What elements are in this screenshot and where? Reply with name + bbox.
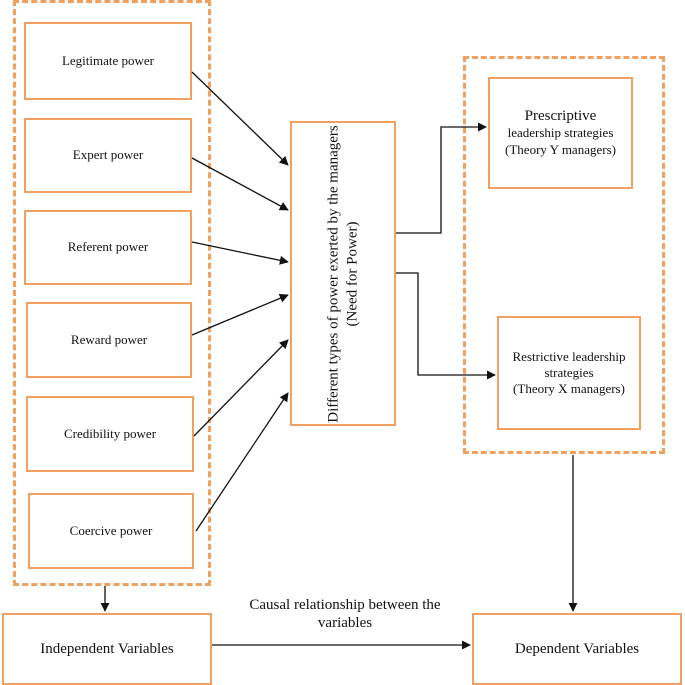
legitimate-power-box: Legitimate power (24, 22, 192, 100)
prescriptive-line1: leadership strategies (507, 125, 614, 141)
restrictive-box: Restrictive leadership strategies (Theor… (497, 316, 641, 430)
referent-power-label: Referent power (67, 239, 149, 255)
credibility-power-box: Credibility power (26, 396, 194, 472)
legitimate-power-label: Legitimate power (61, 52, 155, 68)
arrow-expert (191, 157, 289, 211)
caption-line1: Causal relationship between the (249, 597, 441, 613)
prescriptive-line2: (Theory Y managers) (505, 141, 616, 157)
arrow-to-prescriptive (396, 122, 487, 234)
dependent-variables-box: Dependent Variables (472, 613, 682, 685)
arrow-legitimate (191, 71, 289, 166)
expert-power-label: Expert power (72, 147, 144, 163)
coercive-power-box: Coercive power (28, 493, 194, 569)
arrow-coercive (195, 392, 289, 532)
reward-power-box: Reward power (26, 302, 192, 378)
arrow-reward (191, 293, 289, 336)
causal-relationship-caption: Causal relationship between the variable… (210, 596, 480, 632)
arrow-credibility (193, 339, 289, 437)
dependent-group-frame (463, 56, 665, 454)
arrow-referent (191, 241, 289, 265)
restrictive-line1: Restrictive leadership (512, 348, 626, 364)
restrictive-line2: strategies (544, 364, 594, 380)
prescriptive-title: Prescriptive (524, 108, 597, 125)
independent-group-frame (13, 0, 211, 586)
arrow-to-restrictive (396, 272, 496, 380)
prescriptive-box: Prescriptive leadership strategies (Theo… (488, 77, 633, 189)
caption-line2: variables (317, 615, 373, 631)
restrictive-line3: (Theory X managers) (513, 381, 625, 397)
expert-power-box: Expert power (24, 118, 192, 193)
credibility-power-label: Credibility power (63, 425, 157, 441)
reward-power-label: Reward power (70, 331, 148, 347)
power-types-box: Different types of power exerted by the … (290, 121, 396, 426)
independent-variables-label: Independent Variables (40, 640, 174, 657)
coercive-power-label: Coercive power (69, 522, 153, 538)
dependent-variables-label: Dependent Variables (514, 640, 640, 657)
independent-variables-box: Independent Variables (2, 613, 212, 685)
referent-power-box: Referent power (24, 210, 192, 285)
